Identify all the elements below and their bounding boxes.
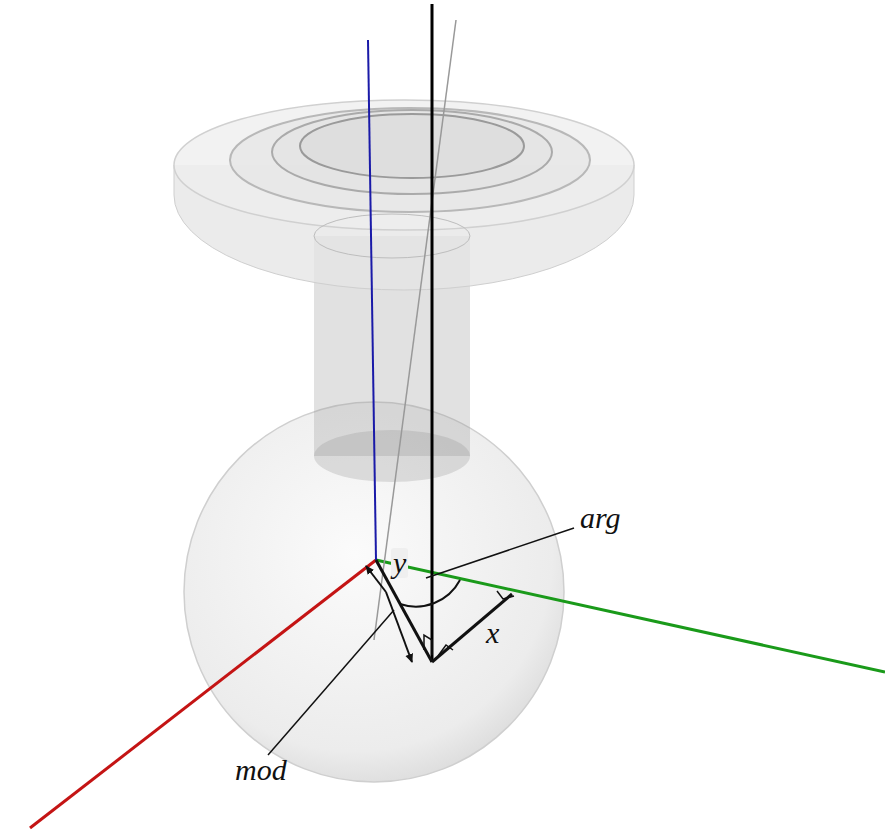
real-axis (30, 560, 376, 828)
leader-line (426, 528, 574, 578)
value-line (431, 4, 434, 662)
angle-label: arg (578, 503, 623, 533)
leader-line (268, 610, 394, 755)
projection-line (374, 20, 456, 640)
axis-label: y (391, 548, 408, 578)
axis-label: x (484, 618, 501, 648)
imag-axis (376, 560, 885, 672)
disc-stack (174, 100, 634, 290)
mod-arrow (366, 566, 386, 592)
mod-arrow (386, 592, 412, 662)
modulus-label: mod (233, 755, 289, 785)
vertical-axis (368, 40, 376, 560)
cylinder-base (314, 430, 470, 482)
